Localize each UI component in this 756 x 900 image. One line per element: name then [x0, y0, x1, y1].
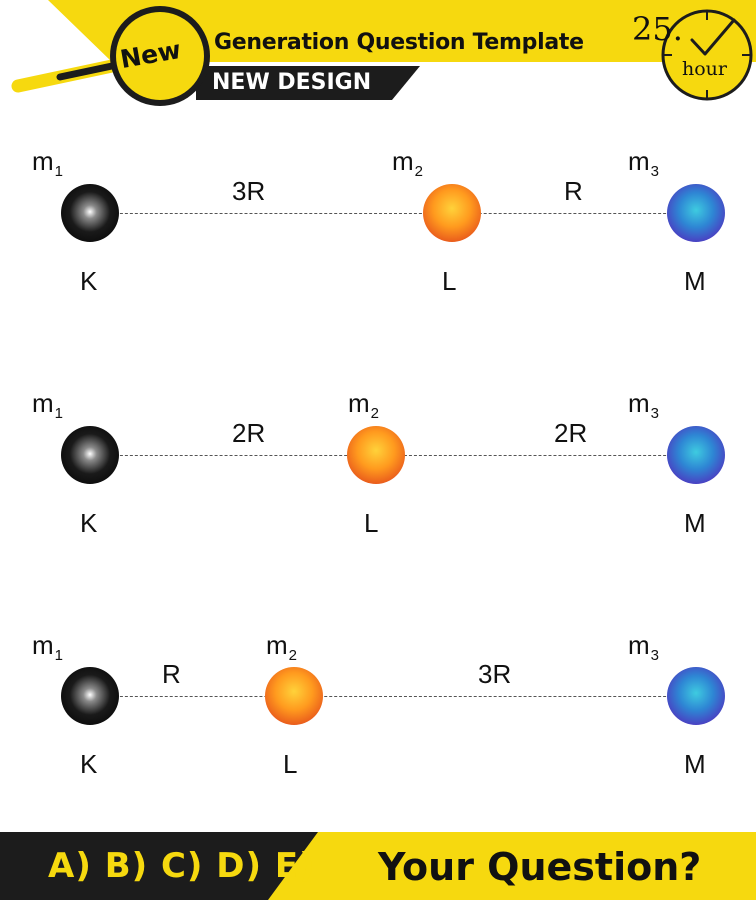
distance-label-kl: R: [162, 659, 181, 689]
point-label-k: K: [80, 749, 98, 779]
answer-choices: A) B) C) D) E): [48, 846, 316, 886]
distance-label-kl: 3R: [232, 176, 266, 206]
mass-label-m3: m3: [628, 630, 660, 664]
header-title: Generation Question Template: [214, 30, 584, 55]
clock-unit: hour: [682, 58, 727, 80]
mass-label-m1: m1: [32, 630, 64, 664]
point-label-l: L: [442, 266, 457, 296]
distance-label-lm: 3R: [478, 659, 512, 689]
ball-k: [61, 426, 119, 484]
magnifier-icon: [11, 6, 210, 106]
ball-m: [667, 184, 725, 242]
ball-l: [423, 184, 481, 242]
ball-k: [61, 667, 119, 725]
mass-label-m1: m1: [32, 388, 64, 422]
ball-l: [347, 426, 405, 484]
mass-label-m2: m2: [266, 630, 298, 664]
checkmark-icon: [690, 18, 736, 56]
mass-label-m3: m3: [628, 388, 660, 422]
distance-label-lm: R: [564, 176, 583, 206]
ball-l: [265, 667, 323, 725]
mass-label-m2: m2: [392, 146, 424, 180]
point-label-l: L: [364, 508, 379, 538]
clock-icon: [661, 9, 753, 101]
ball-k: [61, 184, 119, 242]
mass-label-m2: m2: [348, 388, 380, 422]
point-label-k: K: [80, 508, 98, 538]
mass-label-m3: m3: [628, 146, 660, 180]
point-label-m: M: [684, 266, 706, 296]
ball-m: [667, 426, 725, 484]
distance-label-lm: 2R: [554, 418, 588, 448]
clock-number: 25.: [632, 10, 683, 48]
point-label-k: K: [80, 266, 98, 296]
header-graphics: [11, 0, 756, 106]
point-label-l: L: [283, 749, 298, 779]
footer-graphics: [0, 832, 756, 900]
question-prompt: Your Question?: [378, 845, 702, 889]
footer-banner: [0, 832, 756, 900]
ball-m: [667, 667, 725, 725]
mass-label-m1: m1: [32, 146, 64, 180]
connecting-line: [90, 696, 696, 697]
header-subtitle: NEW DESIGN: [212, 70, 372, 95]
point-label-m: M: [684, 749, 706, 779]
point-label-m: M: [684, 508, 706, 538]
connecting-line: [90, 213, 696, 214]
header-yellow-band: [48, 0, 756, 62]
header-dark-band: [196, 66, 420, 100]
header-banner: New Generation Question Template NEW DES…: [0, 0, 756, 110]
distance-label-kl: 2R: [232, 418, 266, 448]
